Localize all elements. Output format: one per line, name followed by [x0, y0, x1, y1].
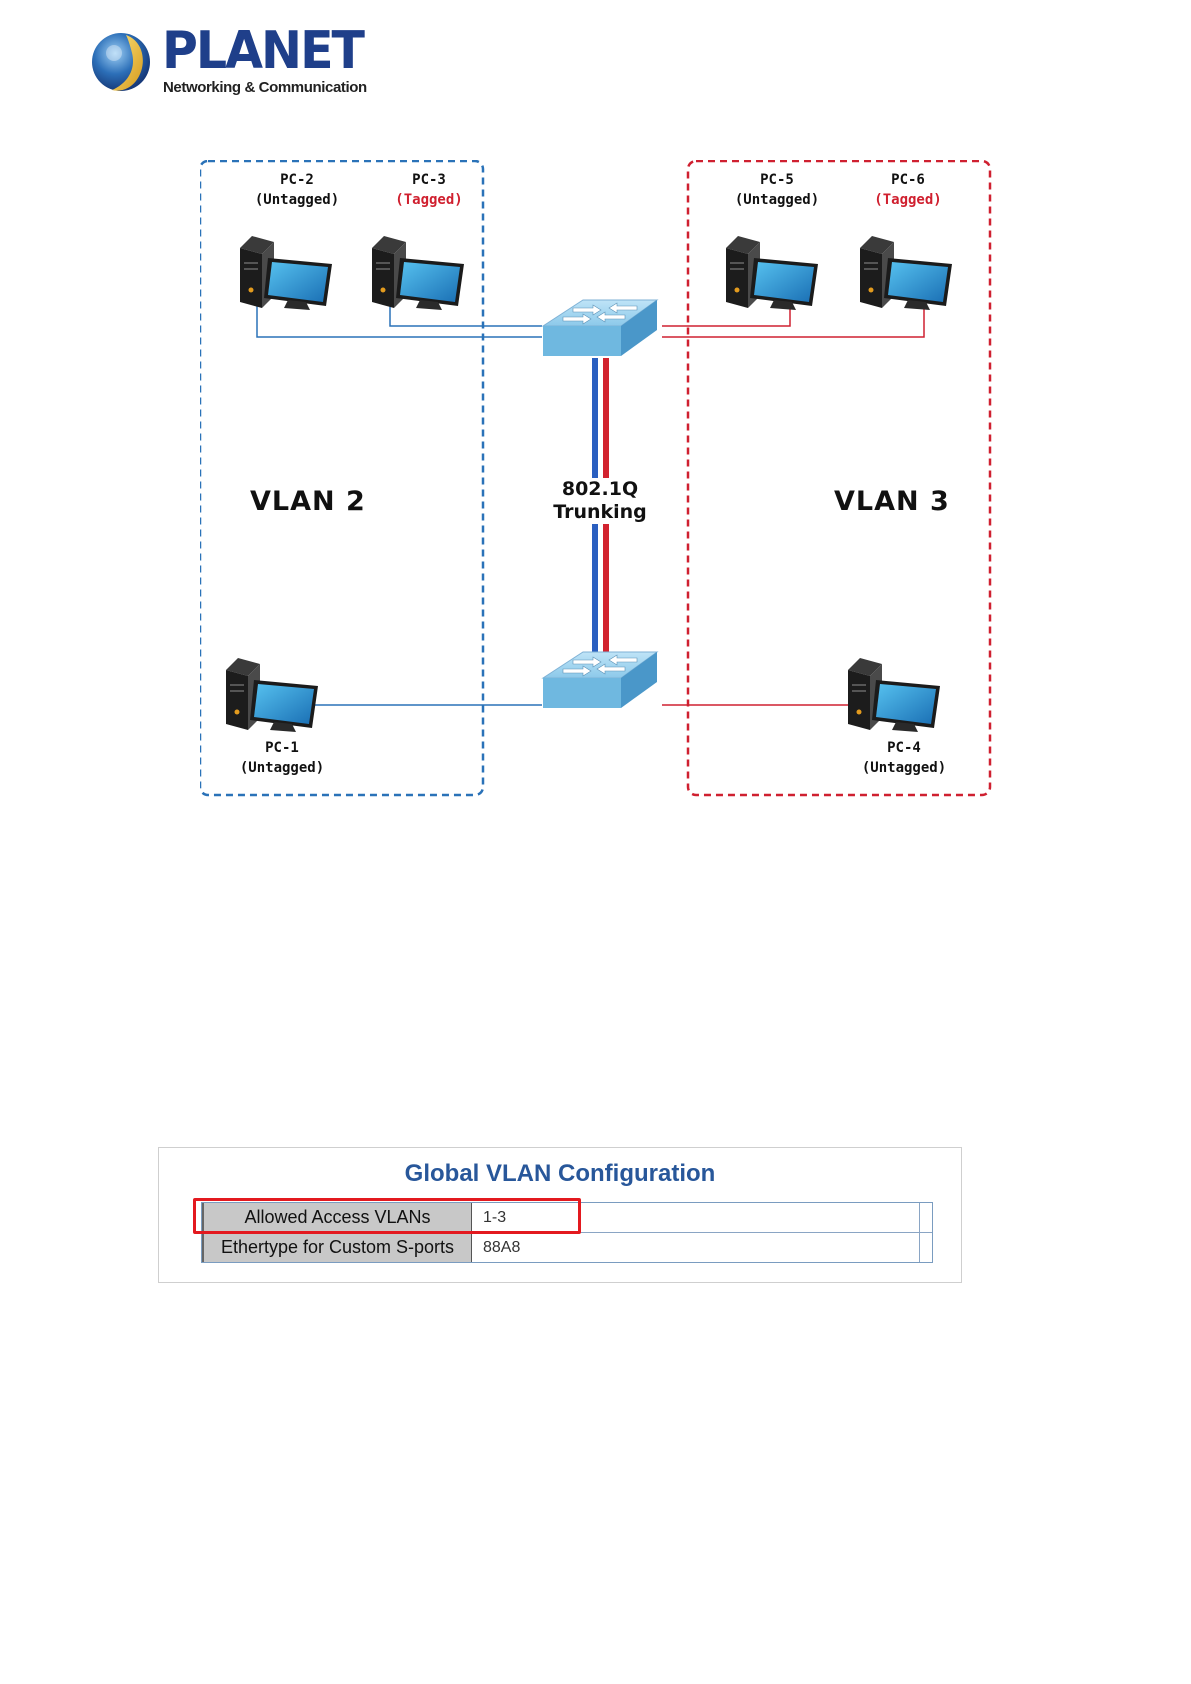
brand-name: PLANET [162, 25, 363, 76]
bottom-switch-icon [543, 652, 657, 708]
pc5-label: PC-5(Untagged) [735, 170, 819, 210]
brand-tagline: Networking & Communication [163, 79, 367, 96]
pc2-computer-icon [240, 236, 332, 310]
pc3-computer-icon [372, 236, 464, 310]
pc2-label: PC-2(Untagged) [255, 170, 339, 210]
planet-logo: PLANET Networking & Communication [90, 28, 350, 98]
ethertype-custom-sports-input[interactable]: 88A8 [472, 1233, 932, 1262]
pc4-label: PC-4(Untagged) [862, 738, 946, 778]
pc1-label: PC-1(Untagged) [240, 738, 324, 778]
global-vlan-config-panel: Global VLAN Configuration Allowed Access… [158, 1147, 962, 1283]
pc1-computer-icon [226, 658, 318, 732]
table-row: Ethertype for Custom S-ports 88A8 [202, 1233, 932, 1262]
vlan-topology-diagram: PC-2(Untagged) PC-3(Tagged) PC-5(Untagge… [200, 160, 1000, 810]
ethertype-custom-sports-label: Ethertype for Custom S-ports [202, 1233, 472, 1262]
highlight-box [193, 1198, 581, 1234]
pc6-label: PC-6(Tagged) [874, 170, 941, 210]
vlan3-label: VLAN 3 [834, 486, 950, 517]
vlan2-label: VLAN 2 [250, 486, 366, 517]
pc3-label: PC-3(Tagged) [395, 170, 462, 210]
pc5-computer-icon [726, 236, 818, 310]
globe-logo-icon [90, 31, 152, 93]
top-switch-icon [543, 300, 657, 356]
pc4-computer-icon [848, 658, 940, 732]
pc6-computer-icon [860, 236, 952, 310]
config-title: Global VLAN Configuration [159, 1160, 961, 1188]
